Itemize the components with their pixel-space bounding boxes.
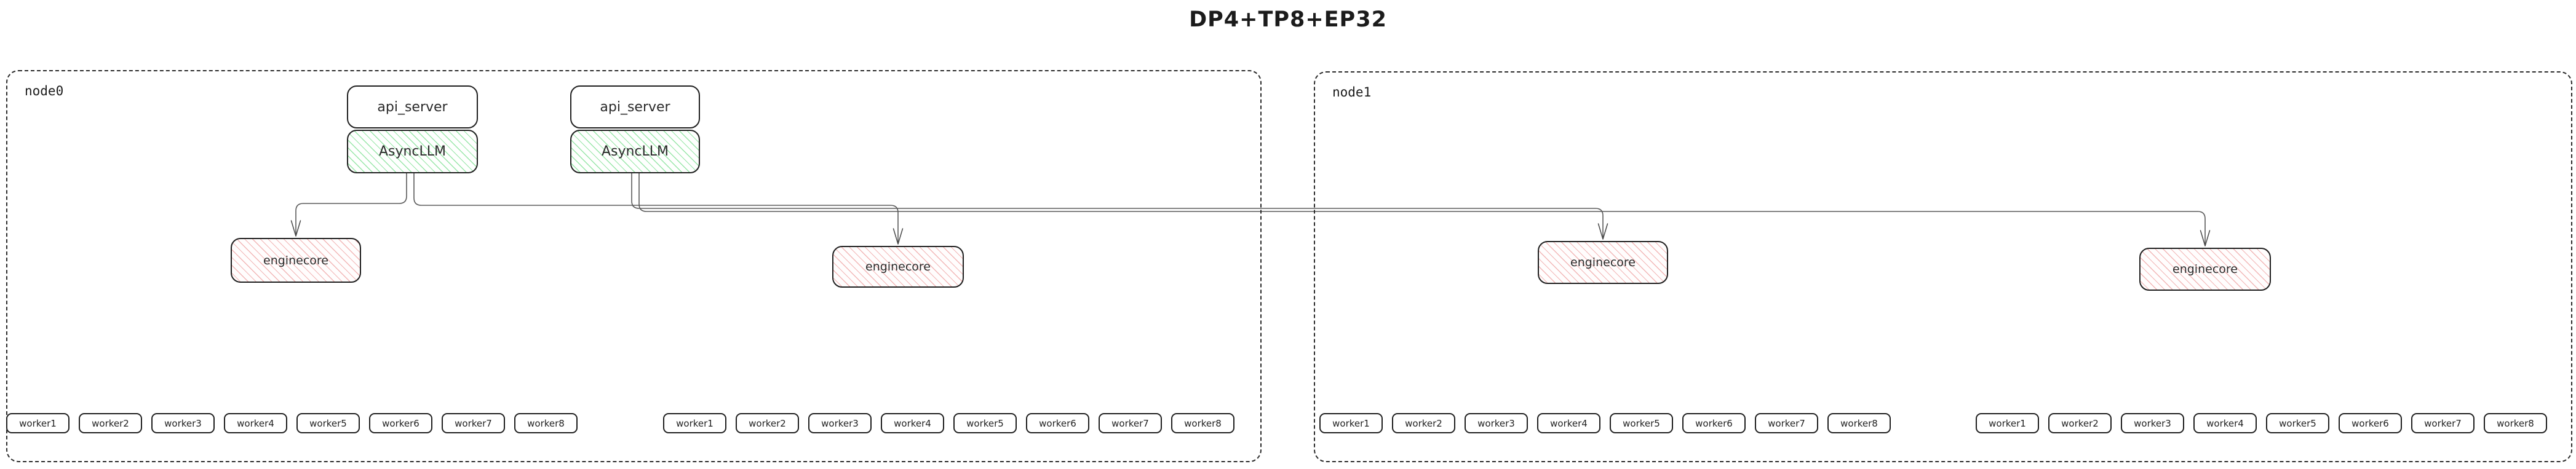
- worker-box: worker5: [2266, 413, 2329, 433]
- asyncllm-box-1: AsyncLLM: [347, 130, 478, 173]
- asyncllm-box-2: AsyncLLM: [570, 130, 700, 173]
- arrowhead-enginecore2: [892, 228, 904, 245]
- worker-box: worker3: [1465, 413, 1528, 433]
- worker-group-node0-a: worker1 worker2 worker3 worker4 worker5 worke…: [6, 413, 578, 433]
- arrowhead-enginecore1: [290, 220, 301, 237]
- worker-box: worker4: [2193, 413, 2257, 433]
- worker-box: worker7: [1755, 413, 1818, 433]
- worker-box: worker4: [1537, 413, 1600, 433]
- worker-box: worker3: [808, 413, 872, 433]
- worker-box: worker2: [2048, 413, 2112, 433]
- worker-box: worker8: [1171, 413, 1234, 433]
- arrowhead-enginecore4: [2200, 230, 2211, 246]
- worker-box: worker1: [1319, 413, 1383, 433]
- worker-box: worker1: [1976, 413, 2039, 433]
- node0-boundary: node0: [6, 70, 1262, 462]
- worker-box: worker7: [442, 413, 505, 433]
- worker-group-node1-b: worker1 worker2 worker3 worker4 worker5 worke…: [1976, 413, 2547, 433]
- enginecore-box-4: enginecore: [2139, 248, 2271, 291]
- worker-box: worker4: [224, 413, 287, 433]
- node1-boundary: node1: [1314, 71, 2572, 462]
- worker-box: worker1: [663, 413, 726, 433]
- worker-box: worker1: [6, 413, 70, 433]
- worker-group-node1-a: worker1 worker2 worker3 worker4 worker5 worke…: [1319, 413, 1891, 433]
- worker-box: worker7: [1099, 413, 1162, 433]
- enginecore-box-2: enginecore: [832, 246, 964, 288]
- worker-box: worker3: [2121, 413, 2184, 433]
- worker-box: worker8: [2484, 413, 2547, 433]
- connector-asyncllm2-to-enginecore3: [631, 173, 1604, 238]
- worker-group-node0-b: worker1 worker2 worker3 worker4 worker5 worke…: [663, 413, 1234, 433]
- worker-box: worker5: [296, 413, 360, 433]
- enginecore-box-1: enginecore: [231, 238, 361, 283]
- worker-box: worker6: [2339, 413, 2402, 433]
- arrowhead-enginecore3: [1597, 223, 1608, 240]
- diagram-title: DP4+TP8+EP32: [1189, 7, 1387, 32]
- connector-asyncllm1-to-enginecore1: [295, 173, 407, 235]
- api-server-box-1: api_server: [347, 85, 478, 128]
- connector-asyncllm2-to-enginecore4: [638, 173, 2206, 245]
- node1-label: node1: [1332, 85, 1372, 100]
- worker-box: worker6: [1682, 413, 1746, 433]
- worker-box: worker4: [881, 413, 944, 433]
- worker-box: worker2: [1392, 413, 1455, 433]
- connector-asyncllm1-to-enginecore2: [413, 173, 899, 243]
- worker-box: worker5: [953, 413, 1017, 433]
- enginecore-box-3: enginecore: [1538, 241, 1668, 284]
- worker-box: worker8: [514, 413, 578, 433]
- worker-box: worker7: [2411, 413, 2475, 433]
- worker-box: worker2: [736, 413, 799, 433]
- worker-box: worker5: [1610, 413, 1673, 433]
- worker-box: worker2: [79, 413, 142, 433]
- node0-label: node0: [25, 84, 64, 98]
- worker-box: worker8: [1827, 413, 1891, 433]
- worker-box: worker3: [151, 413, 215, 433]
- worker-box: worker6: [369, 413, 432, 433]
- worker-box: worker6: [1026, 413, 1089, 433]
- api-server-box-2: api_server: [570, 85, 700, 128]
